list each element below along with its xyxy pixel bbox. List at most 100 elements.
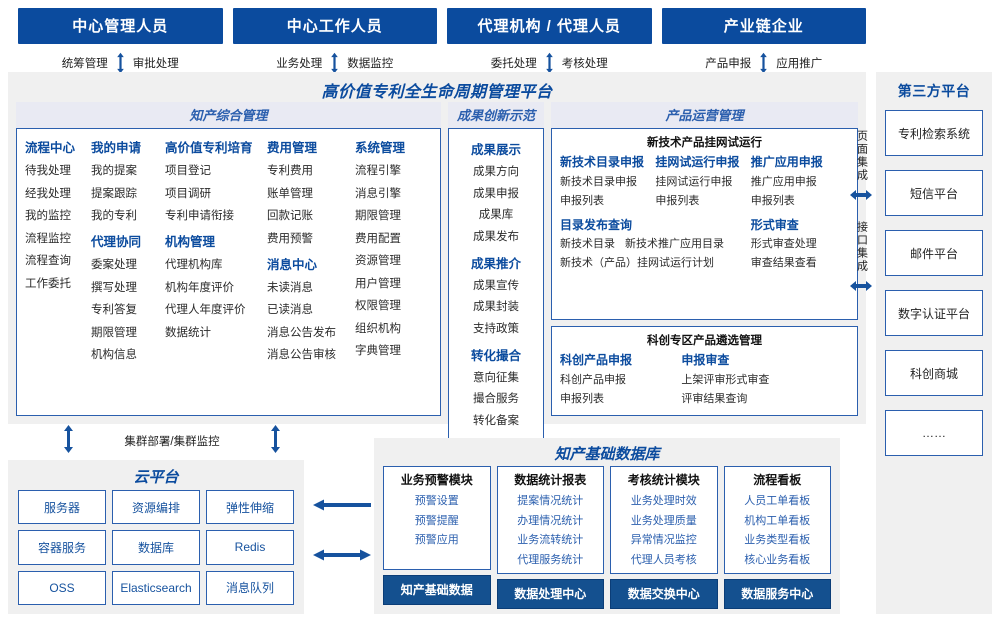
db-item[interactable]: 业务处理质量 bbox=[630, 514, 697, 527]
zhichan-item[interactable]: 提案跟踪 bbox=[91, 187, 137, 200]
db-item[interactable]: 办理情况统计 bbox=[517, 514, 584, 527]
chengguo-item[interactable]: 意向征集 bbox=[473, 371, 519, 384]
formal-review-item[interactable]: 审查结果查看 bbox=[750, 257, 817, 270]
db-item[interactable]: 异常情况监控 bbox=[630, 534, 697, 546]
cloud-cell-4[interactable]: 数据库 bbox=[112, 530, 200, 565]
zhichan-item[interactable]: 数据统计 bbox=[165, 326, 211, 339]
zhichan-item[interactable]: 机构信息 bbox=[91, 349, 137, 361]
catalog-item[interactable]: 新技术推广应用目录 bbox=[625, 238, 724, 251]
zhichan-item[interactable]: 组织机构 bbox=[355, 322, 401, 335]
db-item[interactable]: 提案情况统计 bbox=[517, 495, 584, 507]
chengguo-item[interactable]: 成果发布 bbox=[473, 230, 519, 243]
zhichan-item[interactable]: 流程监控 bbox=[25, 232, 71, 245]
zhichan-item[interactable]: 流程引擎 bbox=[355, 165, 401, 177]
product-item[interactable]: 申报列表 bbox=[655, 194, 700, 207]
product-item[interactable]: 新技术目录申报 bbox=[560, 175, 637, 188]
db-item[interactable]: 代理人员考核 bbox=[630, 553, 697, 566]
zhichan-item[interactable]: 期限管理 bbox=[91, 326, 137, 339]
db-footer-button[interactable]: 数据服务中心 bbox=[723, 579, 831, 609]
zhichan-item[interactable]: 专利答复 bbox=[91, 304, 137, 316]
zhichan-item[interactable]: 资源管理 bbox=[355, 255, 401, 267]
zhichan-item[interactable]: 未读消息 bbox=[267, 281, 313, 294]
zhichan-item[interactable]: 权限管理 bbox=[355, 300, 401, 312]
zhichan-item[interactable]: 专利申请衔接 bbox=[165, 210, 234, 222]
zhichan-item[interactable]: 委案处理 bbox=[91, 259, 137, 271]
cloud-cell-8[interactable]: 消息队列 bbox=[206, 570, 294, 605]
chengguo-item[interactable]: 成果库 bbox=[478, 209, 514, 221]
cloud-cell-1[interactable]: 资源编排 bbox=[112, 490, 200, 525]
cloud-cell-5[interactable]: Redis bbox=[206, 530, 294, 565]
third-party-item-2[interactable]: 邮件平台 bbox=[885, 230, 983, 276]
db-item[interactable]: 人员工单看板 bbox=[744, 495, 811, 507]
cloud-cell-6[interactable]: OSS bbox=[18, 570, 106, 605]
chengguo-item[interactable]: 转化备案 bbox=[473, 414, 519, 427]
zhichan-item[interactable]: 已读消息 bbox=[267, 304, 313, 316]
zhichan-item[interactable]: 用户管理 bbox=[355, 277, 401, 290]
product-item[interactable]: 申报列表 bbox=[750, 194, 795, 207]
product-item[interactable]: 挂网试运行申报 bbox=[655, 175, 733, 188]
db-item[interactable]: 核心业务看板 bbox=[744, 553, 811, 566]
cloud-cell-0[interactable]: 服务器 bbox=[18, 490, 106, 525]
db-item[interactable]: 预警提醒 bbox=[414, 514, 459, 527]
zhichan-item[interactable]: 费用配置 bbox=[355, 232, 401, 245]
zhichan-item[interactable]: 我的专利 bbox=[91, 210, 137, 222]
zhichan-item[interactable]: 流程查询 bbox=[25, 255, 71, 267]
chengguo-item[interactable]: 成果宣传 bbox=[473, 279, 519, 292]
zhichan-item[interactable]: 我的监控 bbox=[25, 210, 71, 222]
chengguo-item[interactable]: 支持政策 bbox=[473, 322, 519, 335]
innovation-item[interactable]: 申报列表 bbox=[560, 393, 604, 405]
chengguo-item[interactable]: 成果申报 bbox=[473, 187, 519, 200]
db-footer-button[interactable]: 知产基础数据 bbox=[383, 575, 491, 605]
chengguo-item[interactable]: 成果方向 bbox=[473, 166, 519, 178]
zhichan-item[interactable]: 经我处理 bbox=[25, 187, 71, 200]
zhichan-item[interactable]: 字典管理 bbox=[355, 345, 401, 357]
zhichan-item[interactable]: 代理人年度评价 bbox=[165, 304, 246, 316]
third-party-item-1[interactable]: 短信平台 bbox=[885, 170, 983, 216]
innovation-item[interactable]: 评审结果查询 bbox=[681, 393, 748, 405]
innovation-item[interactable]: 上架评审形式审查 bbox=[681, 374, 770, 386]
db-item[interactable]: 业务流转统计 bbox=[517, 534, 584, 546]
cloud-cell-7[interactable]: Elasticsearch bbox=[112, 570, 200, 605]
chengguo-item[interactable]: 撮合服务 bbox=[473, 393, 519, 405]
zhichan-item[interactable]: 工作委托 bbox=[25, 277, 71, 290]
db-item[interactable]: 业务类型看板 bbox=[744, 534, 811, 546]
zhichan-item[interactable]: 消息公告发布 bbox=[267, 326, 336, 339]
zhichan-item[interactable]: 我的提案 bbox=[91, 165, 137, 177]
db-item[interactable]: 预警应用 bbox=[414, 534, 459, 546]
third-party-item-4[interactable]: 科创商城 bbox=[885, 350, 983, 396]
zhichan-item[interactable]: 代理机构库 bbox=[165, 259, 223, 271]
cloud-cell-3[interactable]: 容器服务 bbox=[18, 530, 106, 565]
catalog-item[interactable]: 新技术（产品）挂网试运行计划 bbox=[560, 257, 714, 270]
third-party-item-3[interactable]: 数字认证平台 bbox=[885, 290, 983, 336]
third-party-item-5[interactable]: …… bbox=[885, 410, 983, 456]
zhichan-item[interactable]: 消息引擎 bbox=[355, 187, 401, 200]
db-item[interactable]: 代理服务统计 bbox=[517, 553, 584, 566]
zhichan-column-3: 费用管理专利费用账单管理回款记账费用预警消息中心未读消息已读消息消息公告发布消息… bbox=[265, 137, 353, 409]
zhichan-item[interactable]: 项目登记 bbox=[165, 165, 211, 177]
zhichan-item[interactable]: 待我处理 bbox=[25, 165, 71, 177]
zhichan-item[interactable]: 专利费用 bbox=[267, 165, 313, 177]
db-card-head: 数据统计报表 bbox=[514, 473, 587, 487]
db-footer-button[interactable]: 数据处理中心 bbox=[496, 579, 604, 609]
zhichan-item[interactable]: 机构年度评价 bbox=[165, 281, 234, 294]
zhichan-item[interactable]: 回款记账 bbox=[267, 210, 313, 222]
third-party-item-0[interactable]: 专利检索系统 bbox=[885, 110, 983, 156]
zhichan-item[interactable]: 消息公告审核 bbox=[267, 349, 336, 361]
db-item[interactable]: 机构工单看板 bbox=[744, 514, 811, 527]
product-item[interactable]: 申报列表 bbox=[560, 194, 604, 207]
innovation-item[interactable]: 科创产品申报 bbox=[560, 374, 626, 386]
formal-review-item[interactable]: 形式审查处理 bbox=[750, 238, 817, 251]
db-item[interactable]: 业务处理时效 bbox=[630, 495, 697, 507]
db-footer-button[interactable]: 数据交换中心 bbox=[610, 579, 718, 609]
product-item[interactable]: 推广应用申报 bbox=[750, 175, 817, 188]
cloud-cell-2[interactable]: 弹性伸缩 bbox=[206, 490, 294, 525]
catalog-item[interactable]: 新技术目录 bbox=[560, 238, 615, 251]
zhichan-item[interactable]: 期限管理 bbox=[355, 210, 401, 222]
zhichan-item[interactable]: 撰写处理 bbox=[91, 281, 137, 294]
db-item[interactable]: 预警设置 bbox=[414, 495, 459, 507]
zhichan-item[interactable]: 项目调研 bbox=[165, 187, 211, 200]
zhichan-item[interactable]: 账单管理 bbox=[267, 187, 313, 200]
chengguo-item[interactable]: 成果封装 bbox=[473, 301, 519, 313]
role-action-left: 统筹管理 bbox=[61, 58, 108, 70]
zhichan-item[interactable]: 费用预警 bbox=[267, 232, 313, 245]
